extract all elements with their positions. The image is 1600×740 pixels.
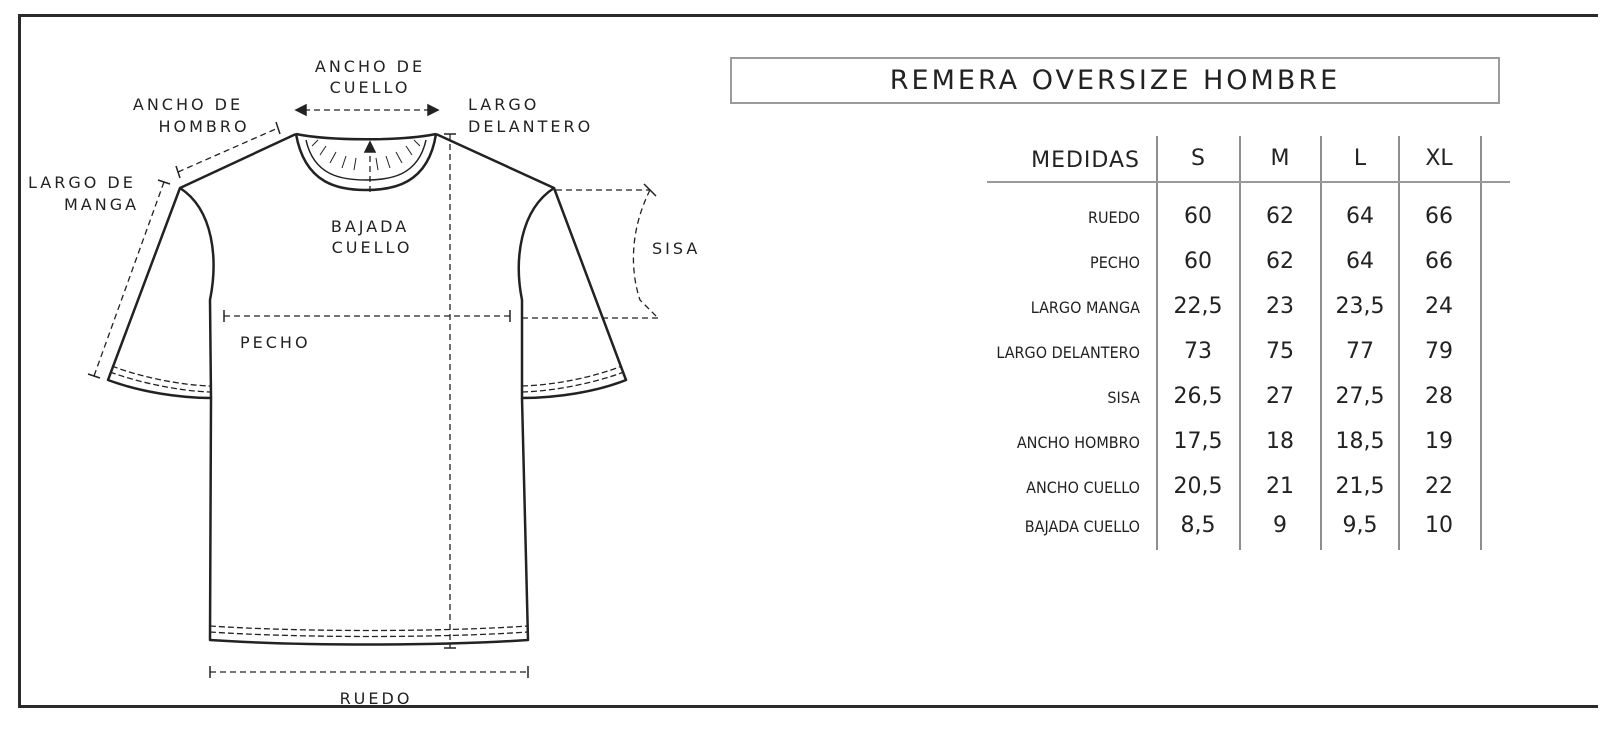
table-cell: 21,5 <box>1335 474 1385 499</box>
tick-icon <box>157 179 171 185</box>
header-size-s: S <box>1191 146 1205 171</box>
tick-icon <box>87 373 101 379</box>
tshirt-diagram: ANCHO DE CUELLO ANCHO DE HOMBRO LARGO DE… <box>28 57 700 708</box>
label-ancho-cuello-2: CUELLO <box>330 78 411 97</box>
row-label: ANCHO CUELLO <box>1026 478 1140 497</box>
row-label: LARGO MANGA <box>1030 298 1140 317</box>
table-cell: 24 <box>1425 294 1453 319</box>
table-cell: 9 <box>1273 513 1287 538</box>
table-cell: 26,5 <box>1173 384 1223 409</box>
header-divider <box>987 181 1510 183</box>
right-cuff-stitch-2 <box>521 371 625 393</box>
label-largo-delantero-2: DELANTERO <box>468 117 593 136</box>
table-cell: 75 <box>1266 339 1294 364</box>
right-sleeve <box>435 132 628 400</box>
table-cell: 8,5 <box>1180 513 1216 538</box>
table-cell: 64 <box>1346 249 1374 274</box>
arrow-left-icon <box>294 103 307 117</box>
table-cell: 27 <box>1266 384 1294 409</box>
table-cell: 22,5 <box>1173 294 1223 319</box>
page-title: REMERA OVERSIZE HOMBRE <box>730 57 1500 104</box>
row-label: PECHO <box>1090 253 1140 272</box>
table-cell: 17,5 <box>1173 429 1223 454</box>
label-largo-manga-2: MANGA <box>64 195 139 214</box>
neck-rib <box>305 139 427 181</box>
table-cell: 19 <box>1425 429 1453 454</box>
arrow-up-icon <box>363 140 377 153</box>
row-label: ANCHO HOMBRO <box>1016 433 1140 452</box>
label-pecho: PECHO <box>240 333 311 352</box>
table-cell: 18,5 <box>1335 429 1385 454</box>
label-ancho-hombro-2: HOMBRO <box>158 117 249 136</box>
column-divider <box>1320 136 1322 550</box>
row-label: SISA <box>1107 388 1140 407</box>
neckline-front <box>294 133 438 192</box>
column-divider <box>1398 136 1400 550</box>
table-cell: 77 <box>1346 339 1374 364</box>
header-size-m: M <box>1270 146 1290 171</box>
body-outline <box>208 397 530 646</box>
table-cell: 9,5 <box>1342 513 1378 538</box>
header-size-xl: XL <box>1425 146 1453 171</box>
table-cell: 62 <box>1266 204 1294 229</box>
header-medidas: MEDIDAS <box>1031 148 1140 173</box>
largo-manga-line <box>93 181 165 377</box>
table-cell: 18 <box>1266 429 1294 454</box>
ancho-hombro-line <box>177 127 279 173</box>
table-cell: 10 <box>1425 513 1453 538</box>
row-label: RUEDO <box>1087 208 1140 227</box>
page-frame <box>18 14 1598 708</box>
label-bajada-cuello-1: BAJADA <box>331 217 409 236</box>
sisa-curve-line <box>632 189 659 319</box>
left-cuff-stitch-2 <box>109 371 211 393</box>
tshirt-outline <box>106 132 628 646</box>
column-divider <box>1480 136 1482 550</box>
label-sisa: SISA <box>652 239 700 258</box>
right-cuff-stitch <box>521 365 623 387</box>
neckline-back <box>295 132 437 141</box>
left-cuff-stitch <box>111 365 211 387</box>
table-cell: 23,5 <box>1335 294 1385 319</box>
label-bajada-cuello-2: CUELLO <box>332 238 413 257</box>
tick-icon <box>643 183 657 197</box>
table-cell: 64 <box>1346 204 1374 229</box>
label-ruedo: RUEDO <box>340 689 413 708</box>
column-divider <box>1239 136 1241 550</box>
tick-icon <box>175 165 181 179</box>
table-cell: 60 <box>1184 249 1212 274</box>
table-cell: 66 <box>1425 204 1453 229</box>
header-size-l: L <box>1353 146 1367 171</box>
row-label: BAJADA CUELLO <box>1024 517 1140 536</box>
label-largo-delantero-1: LARGO <box>468 95 539 114</box>
tick-icon <box>275 121 281 135</box>
table-cell: 73 <box>1184 339 1212 364</box>
table-cell: 66 <box>1425 249 1453 274</box>
row-label: LARGO DELANTERO <box>996 343 1140 362</box>
table-cell: 22 <box>1425 474 1453 499</box>
table-cell: 28 <box>1425 384 1453 409</box>
table-cell: 79 <box>1425 339 1453 364</box>
table-cell: 20,5 <box>1173 474 1223 499</box>
table-cell: 23 <box>1266 294 1294 319</box>
table-cell: 62 <box>1266 249 1294 274</box>
arrow-right-icon <box>427 103 440 117</box>
column-divider <box>1156 136 1158 550</box>
hem-stitch-2 <box>209 631 529 638</box>
label-ancho-hombro-1: ANCHO DE <box>133 95 243 114</box>
hem-stitch <box>209 625 529 632</box>
table-cell: 60 <box>1184 204 1212 229</box>
label-ancho-cuello-1: ANCHO DE <box>315 57 425 76</box>
label-largo-manga-1: LARGO DE <box>28 173 136 192</box>
table-cell: 27,5 <box>1335 384 1385 409</box>
left-sleeve <box>106 132 297 400</box>
table-cell: 21 <box>1266 474 1294 499</box>
collar-ribs <box>311 139 421 171</box>
